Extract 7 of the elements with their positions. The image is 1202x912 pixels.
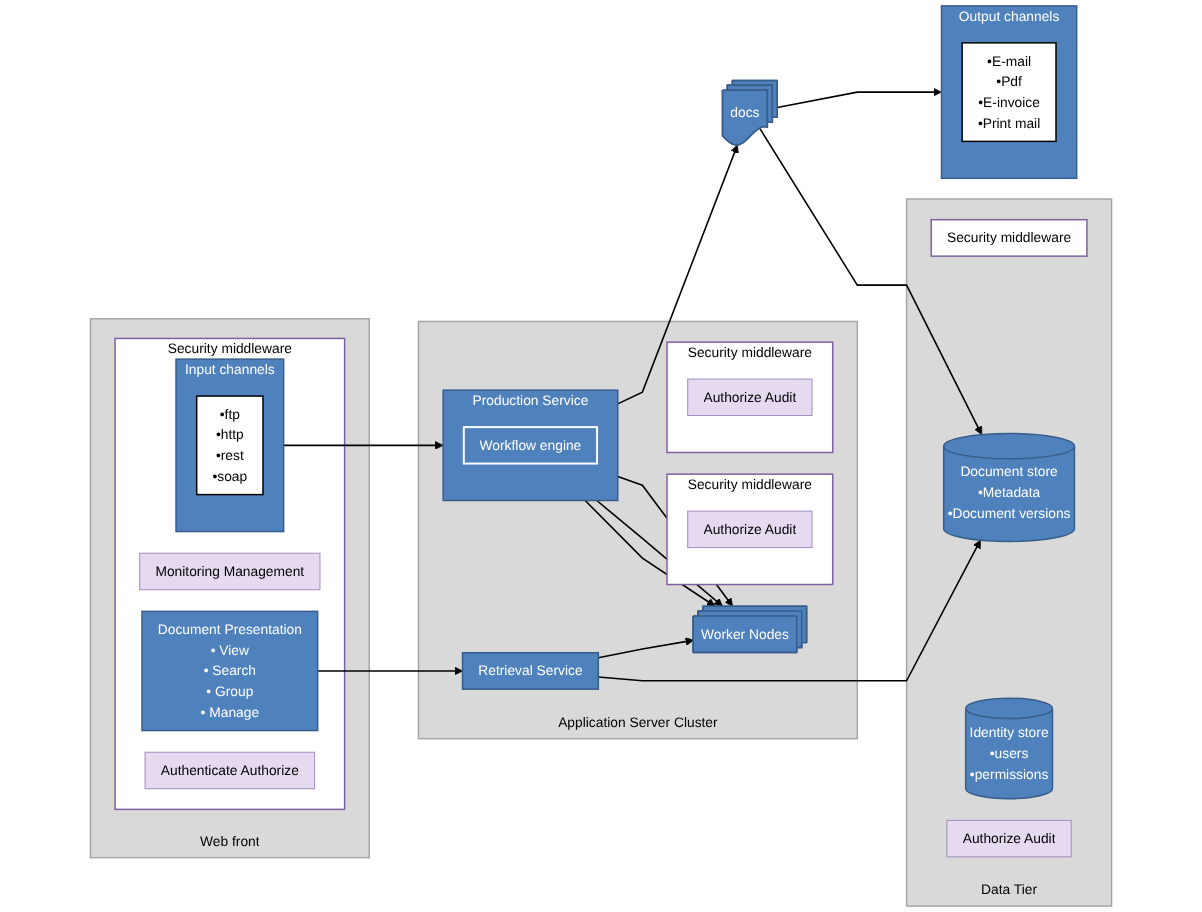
arrow	[759, 127, 983, 435]
arrow	[316, 666, 463, 676]
arrow	[597, 637, 694, 659]
arrow	[597, 539, 981, 682]
arrow	[282, 441, 444, 450]
arrow	[616, 144, 739, 405]
arrow	[776, 87, 942, 109]
